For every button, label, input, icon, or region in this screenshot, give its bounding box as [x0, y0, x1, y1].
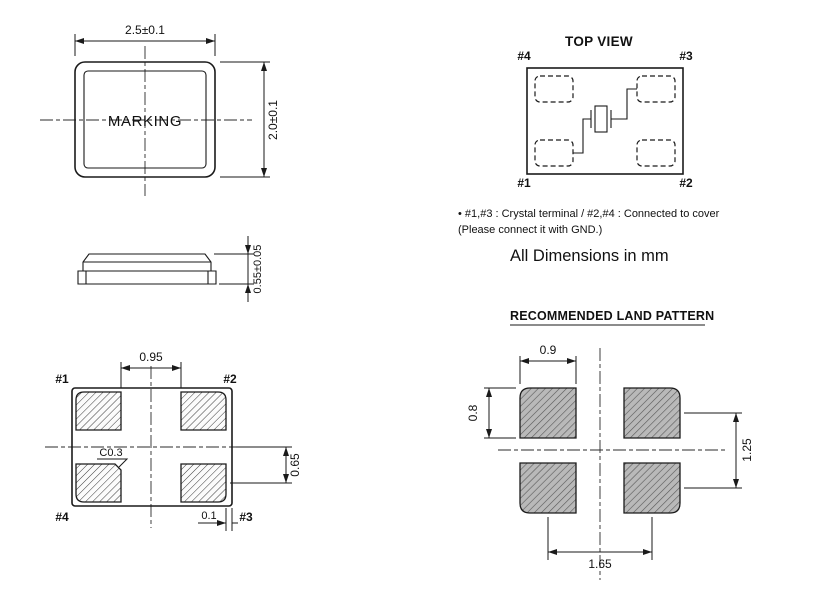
dashed-pad-1: [534, 139, 574, 167]
dashed-pad-4: [534, 75, 574, 103]
dim-thickness-value: 0.55±0.05: [252, 245, 264, 294]
side-profile-details: [83, 261, 211, 284]
package-bottom-view: #1 #2 #4 #3 0.95 0.65 C0.3 0.1: [45, 350, 302, 531]
dim-pad-width-value: 0.9: [540, 343, 557, 357]
land-pad-top-left: [519, 387, 577, 439]
chamfer-callout-value: C0.3: [99, 447, 122, 459]
dim-edge-gap-lines: [198, 508, 238, 531]
schematic-outline: [526, 67, 684, 175]
land-pad-bottom-right: [623, 462, 681, 514]
pad-4: [75, 463, 122, 503]
land-pad-bottom-left: [519, 462, 577, 514]
pad-1: [75, 391, 122, 431]
package-inner-outline: [83, 70, 207, 169]
crystal-symbol: [573, 88, 637, 154]
package-top-view: MARKING 2.5±0.1 2.0±0.1: [40, 23, 280, 196]
schematic-title: TOP VIEW: [565, 34, 633, 49]
terminal-label-4: #4: [517, 49, 531, 63]
dim-pad-width-lines: [519, 356, 577, 384]
schematic-top-view: TOP VIEW #4 #3 #1 #2: [517, 34, 693, 190]
terminal-label-3: #3: [679, 49, 693, 63]
pad-3: [180, 463, 227, 503]
dim-vertical-pitch-lines: [684, 412, 742, 489]
notes: • #1,#3 : Crystal terminal / #2,#4 : Con…: [458, 208, 720, 265]
dim-thickness-lines: [214, 236, 254, 302]
land-pad-top-right: [623, 387, 681, 439]
dim-vertical-pitch-value: 1.25: [740, 438, 754, 462]
pad-2: [180, 391, 227, 431]
dashed-pad-2: [636, 139, 676, 167]
terminal-note-line1: • #1,#3 : Crystal terminal / #2,#4 : Con…: [458, 208, 720, 220]
side-profile: [77, 253, 217, 285]
dim-pad-height-lines: [484, 387, 516, 439]
pad-label-3: #3: [239, 510, 253, 524]
pad-label-4: #4: [55, 510, 69, 524]
dim-width-lines: [74, 34, 216, 56]
dim-width-value: 2.5±0.1: [125, 23, 165, 37]
chamfer-leader: [97, 458, 129, 468]
dim-pad-height-value: 0.8: [466, 404, 480, 421]
pad-label-2: #2: [223, 372, 237, 386]
dim-edge-gap-value: 0.1: [201, 510, 216, 522]
terminal-label-1: #1: [517, 176, 531, 190]
marking-label: MARKING: [108, 113, 182, 130]
units-note: All Dimensions in mm: [510, 247, 669, 265]
dim-height-value: 2.0±0.1: [266, 100, 280, 140]
dim-pad-gap-value: 0.95: [139, 350, 163, 364]
dim-horizontal-pitch-value: 1.65: [588, 557, 612, 571]
terminal-note-line2: (Please connect it with GND.): [458, 224, 602, 236]
package-outline: [74, 61, 216, 178]
land-pattern-title: RECOMMENDED LAND PATTERN: [510, 309, 714, 323]
dim-center-to-pad-lines: [230, 446, 292, 484]
dim-horizontal-pitch-lines: [547, 517, 653, 560]
dim-pad-gap-lines: [120, 362, 182, 388]
bottom-outline: [71, 387, 233, 507]
dashed-pad-3: [636, 75, 676, 103]
pad-label-1: #1: [55, 372, 69, 386]
land-pattern: RECOMMENDED LAND PATTERN 0.9 0.8 1.25 1.…: [466, 309, 754, 580]
dim-center-to-pad-value: 0.65: [288, 453, 302, 477]
dim-height-lines: [220, 61, 270, 178]
terminal-label-2: #2: [679, 176, 693, 190]
package-side-view: 0.55±0.05: [77, 236, 264, 302]
